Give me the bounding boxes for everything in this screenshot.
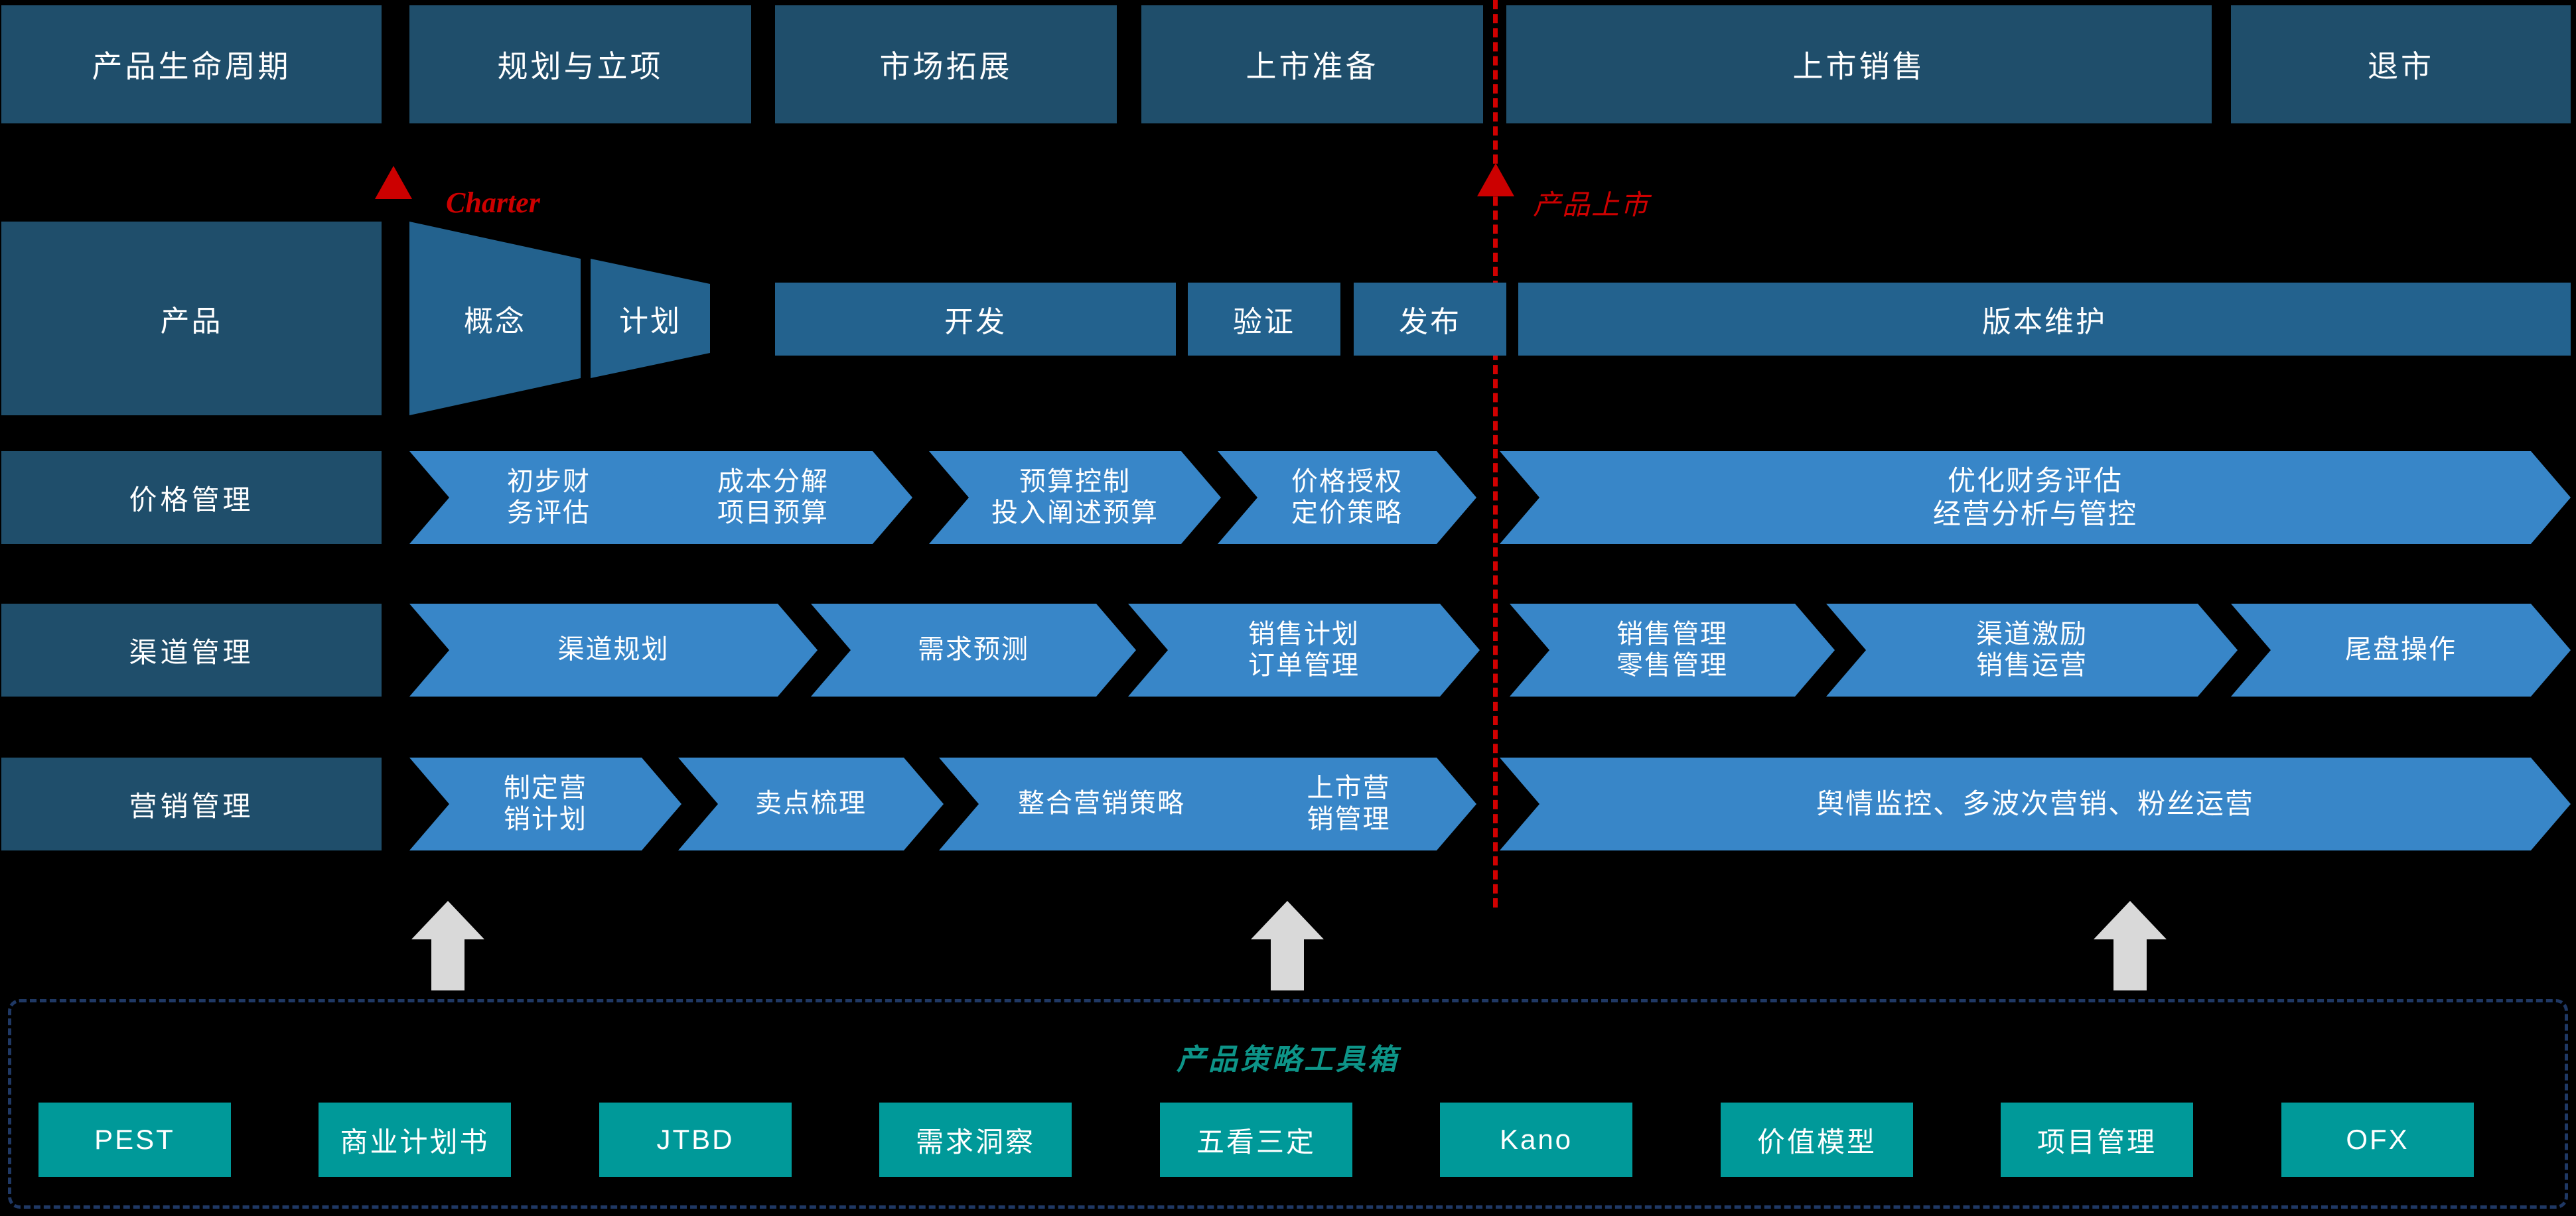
product-phase-verify[interactable]: 验证 (1188, 283, 1340, 356)
lane-step-chevron[interactable]: 整合营销策略 (939, 758, 1264, 850)
product-label-polygon (1, 222, 382, 415)
tool-chip[interactable]: JTBD (599, 1103, 792, 1177)
lane-step-chevron[interactable]: 销售管理 零售管理 (1510, 604, 1835, 697)
product-strategy-toolbox: 产品策略工具箱 (8, 999, 2568, 1209)
lifecycle-stage-box[interactable]: 退市 (2231, 5, 2571, 123)
milestone-triangle-icon (1477, 163, 1514, 196)
chevron-shape (409, 758, 681, 850)
tool-chip[interactable]: 商业计划书 (319, 1103, 511, 1177)
product-phase-plan[interactable]: 计划 (591, 259, 710, 378)
milestone-launch-label: 产品上市 (1533, 189, 1650, 220)
chevron-shape (929, 451, 1221, 544)
lane-step-chevron[interactable]: 渠道激励 销售运营 (1826, 604, 2238, 697)
lifecycle-stage-label: 上市销售 (1792, 49, 1926, 84)
tool-chip[interactable]: 五看三定 (1160, 1103, 1352, 1177)
chevron-shape (1500, 758, 2571, 850)
arrow-up-icon (411, 901, 484, 990)
lane-step-chevron[interactable]: 制定营 销计划 (409, 758, 681, 850)
lifecycle-stage-label: 上市准备 (1246, 49, 1379, 84)
lane-step-chevron[interactable]: 成本分解 项目预算 (634, 451, 912, 544)
chevron-shape (939, 758, 1264, 850)
tool-chip[interactable]: 价值模型 (1721, 1103, 1913, 1177)
lane-step-chevron[interactable]: 舆情监控、多波次营销、粉丝运营 (1500, 758, 2571, 850)
lane-step-chevron[interactable]: 优化财务评估 经营分析与管控 (1500, 451, 2571, 544)
milestone-dashed-line (1493, 0, 1498, 908)
tool-chip-label: 价值模型 (1756, 1126, 1877, 1158)
lane-step-chevron[interactable]: 需求预测 (811, 604, 1136, 697)
chevron-shape (1128, 604, 1480, 697)
lifecycle-stage-box[interactable]: 上市准备 (1141, 5, 1483, 123)
tool-chip-label: 五看三定 (1196, 1126, 1316, 1158)
milestone-charter-label: Charter (446, 186, 540, 219)
tool-chip-label: 需求洞察 (915, 1126, 1035, 1158)
toolbox-title: 产品策略工具箱 (1177, 1044, 1399, 1076)
lifecycle-stage-box[interactable]: 规划与立项 (409, 5, 751, 123)
lane-label-text: 营销管理 (129, 790, 254, 822)
trapezoid-shape (591, 259, 710, 378)
chevron-shape (1218, 451, 1476, 544)
chevron-shape (678, 758, 944, 850)
lifecycle-stage-label: 产品生命周期 (92, 49, 291, 84)
lane-label-text: 价格管理 (129, 484, 254, 515)
chevron-shape (409, 604, 818, 697)
product-phase-label: 验证 (1233, 306, 1295, 338)
lane-label-channel[interactable]: 渠道管理 (1, 604, 382, 697)
chevron-shape (634, 451, 912, 544)
chevron-shape (409, 451, 688, 544)
tool-chip-label: PEST (94, 1124, 175, 1155)
tool-chip-label: OFX (2346, 1124, 2409, 1155)
tool-chip[interactable]: 需求洞察 (879, 1103, 1072, 1177)
product-phase-dev[interactable]: 开发 (775, 283, 1176, 356)
lane-step-chevron[interactable]: 卖点梳理 (678, 758, 944, 850)
milestone-triangle-icon (375, 166, 412, 199)
arrow-up-icon (1251, 901, 1324, 990)
lane-step-chevron[interactable]: 渠道规划 (409, 604, 818, 697)
lane-step-chevron[interactable]: 价格授权 定价策略 (1218, 451, 1476, 544)
product-phase-label: 版本维护 (1982, 306, 2107, 338)
lane-step-chevron[interactable]: 上市营 销管理 (1221, 758, 1476, 850)
lane-label-price[interactable]: 价格管理 (1, 451, 382, 544)
lifecycle-stage-label: 退市 (2368, 49, 2434, 84)
lifecycle-stage-box[interactable]: 产品生命周期 (1, 5, 382, 123)
product-phase-label: 发布 (1399, 306, 1461, 338)
tool-chip-label: Kano (1499, 1124, 1573, 1155)
chevron-shape (1500, 451, 2571, 544)
arrow-up-icon (2094, 901, 2167, 990)
lane-label-text: 渠道管理 (129, 636, 254, 668)
chevron-shape (1826, 604, 2238, 697)
tool-chip[interactable]: OFX (2281, 1103, 2474, 1177)
lane-step-chevron[interactable]: 尾盘操作 (2231, 604, 2571, 697)
product-phase-label: 开发 (944, 306, 1007, 338)
chevron-shape (2231, 604, 2571, 697)
chevron-shape (811, 604, 1136, 697)
chevron-shape (1221, 758, 1476, 850)
lifecycle-stage-box[interactable]: 市场拓展 (775, 5, 1117, 123)
lane-step-chevron[interactable]: 预算控制 投入阐述预算 (929, 451, 1221, 544)
lifecycle-stage-label: 规划与立项 (497, 49, 664, 84)
tool-chip-label: JTBD (656, 1124, 735, 1155)
tool-chip-label: 项目管理 (2037, 1126, 2157, 1158)
product-phase-maintenance[interactable]: 版本维护 (1518, 283, 2571, 356)
lifecycle-stage-box[interactable]: 上市销售 (1506, 5, 2212, 123)
product-row-label-shape: 产品 (1, 222, 382, 415)
lane-label-marketing[interactable]: 营销管理 (1, 758, 382, 850)
product-phase-release[interactable]: 发布 (1354, 283, 1506, 356)
tool-chip[interactable]: 项目管理 (2001, 1103, 2193, 1177)
chevron-shape (1510, 604, 1835, 697)
tool-chip[interactable]: Kano (1440, 1103, 1632, 1177)
lifecycle-stage-label: 市场拓展 (879, 49, 1013, 84)
tool-chip-label: 商业计划书 (340, 1126, 490, 1158)
product-phase-concept[interactable]: 概念 (409, 222, 581, 415)
trapezoid-shape (409, 222, 581, 415)
lane-step-chevron[interactable]: 销售计划 订单管理 (1128, 604, 1480, 697)
tool-chip[interactable]: PEST (38, 1103, 231, 1177)
